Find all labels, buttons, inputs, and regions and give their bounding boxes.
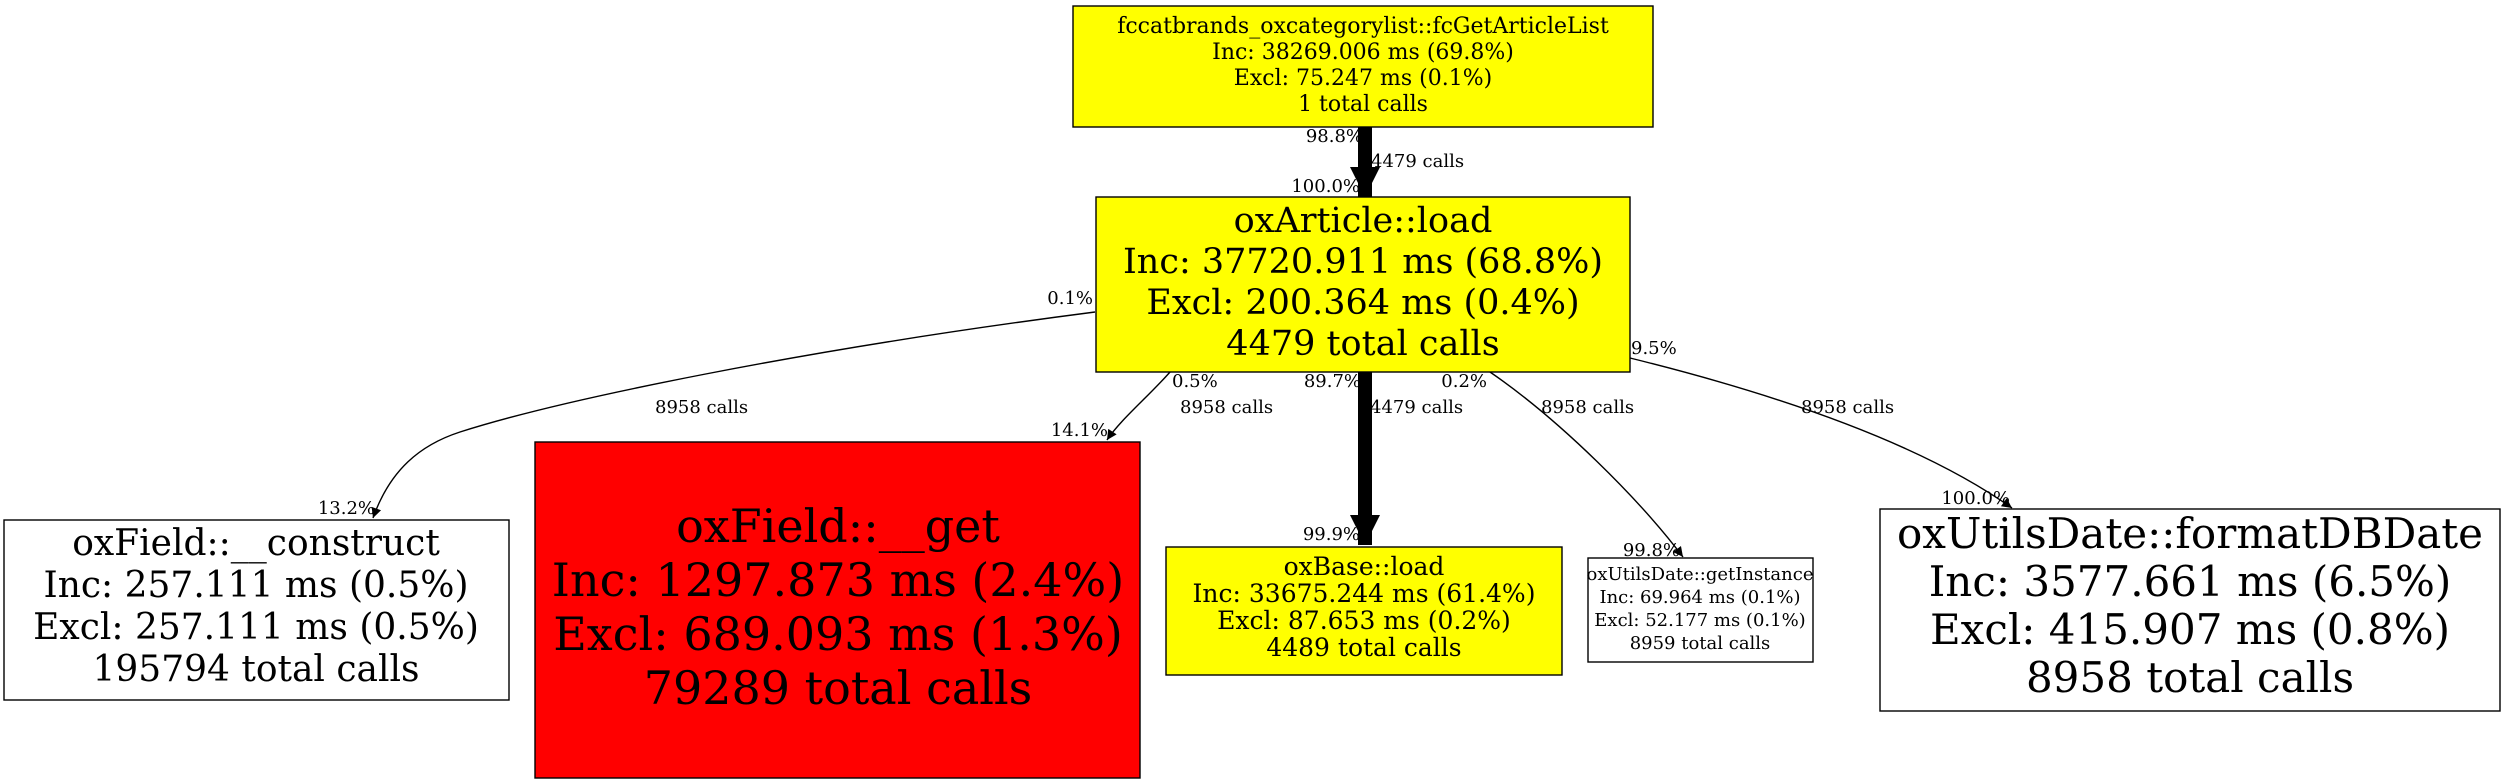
- node-exclusive-time: Excl: 257.111 ms (0.5%): [33, 607, 479, 648]
- node-exclusive-time: Excl: 75.247 ms (0.1%): [1234, 66, 1492, 91]
- edge-calls-label: 4479 calls: [1370, 397, 1463, 418]
- node-box: [3, 519, 510, 701]
- node-box: [1879, 508, 2501, 712]
- node-function-name: fccatbrands_oxcategorylist::fcGetArticle…: [1117, 14, 1609, 39]
- node-function-name: oxUtilsDate::formatDBDate: [1897, 509, 2483, 558]
- node-box: [534, 441, 1141, 779]
- node-exclusive-time: Excl: 689.093 ms (1.3%): [553, 607, 1123, 661]
- node-function-name: oxArticle::load: [1234, 201, 1493, 241]
- node-box: [1072, 5, 1654, 128]
- node-total-calls: 8959 total calls: [1630, 633, 1771, 654]
- edge-calls-label: 8958 calls: [1801, 397, 1894, 418]
- node-inclusive-time: Inc: 33675.244 ms (61.4%): [1193, 579, 1536, 608]
- edge-oxarticle-oxbase: 89.7% 4479 calls 99.9%: [1303, 371, 1463, 545]
- node-oxfield-get[interactable]: oxField::__get Inc: 1297.873 ms (2.4%) E…: [534, 441, 1141, 779]
- edge-tail-pct: 98.8%: [1306, 126, 1363, 147]
- node-inclusive-time: Inc: 69.964 ms (0.1%): [1599, 587, 1800, 608]
- edge-oxarticle-get: 0.5% 8958 calls 14.1%: [1051, 371, 1273, 441]
- node-inclusive-time: Inc: 37720.911 ms (68.8%): [1123, 242, 1603, 282]
- edge-calls-label: 8958 calls: [655, 397, 748, 418]
- node-function-name: oxBase::load: [1284, 552, 1445, 581]
- node-box: [1165, 546, 1563, 676]
- node-inclusive-time: Inc: 1297.873 ms (2.4%): [552, 553, 1124, 607]
- edge-tail-pct: 0.2%: [1441, 371, 1487, 392]
- edge-tail-pct: 89.7%: [1304, 371, 1361, 392]
- edge-oxarticle-getinstance: 0.2% 8958 calls 99.8%: [1441, 371, 1684, 561]
- node-exclusive-time: Excl: 415.907 ms (0.8%): [1930, 605, 2450, 654]
- edge-calls-label: 4479 calls: [1371, 151, 1464, 172]
- node-oxarticle-load[interactable]: oxArticle::load Inc: 37720.911 ms (68.8%…: [1095, 196, 1631, 373]
- edges-layer: 98.8% 4479 calls 100.0% 0.1% 8958 calls …: [318, 126, 2013, 561]
- edge-head-pct: 100.0%: [1291, 176, 1360, 197]
- node-exclusive-time: Excl: 52.177 ms (0.1%): [1594, 610, 1805, 631]
- node-total-calls: 4489 total calls: [1266, 633, 1461, 662]
- node-total-calls: 8958 total calls: [2026, 653, 2354, 702]
- node-exclusive-time: Excl: 87.653 ms (0.2%): [1217, 606, 1511, 635]
- node-function-name: oxField::__get: [676, 499, 1000, 553]
- edge-head-pct: 99.8%: [1623, 540, 1680, 561]
- edge-calls-label: 8958 calls: [1541, 397, 1634, 418]
- edge-fcget-oxarticle: 98.8% 4479 calls 100.0%: [1291, 126, 1464, 197]
- edge-tail-pct: 0.5%: [1172, 371, 1218, 392]
- node-inclusive-time: Inc: 38269.006 ms (69.8%): [1212, 40, 1514, 65]
- node-total-calls: 4479 total calls: [1226, 324, 1499, 364]
- node-oxfield-construct[interactable]: oxField::__construct Inc: 257.111 ms (0.…: [3, 519, 510, 701]
- edge-head-pct: 100.0%: [1941, 488, 2010, 509]
- node-oxutilsdate-getinstance[interactable]: oxUtilsDate::getInstance Inc: 69.964 ms …: [1587, 557, 1814, 663]
- node-fcgetarticlelist[interactable]: fccatbrands_oxcategorylist::fcGetArticle…: [1072, 5, 1654, 128]
- edge-tail-pct: 0.1%: [1047, 288, 1093, 309]
- edge-oxarticle-formatdbdate: 9.5% 8958 calls 100.0%: [1629, 338, 2013, 509]
- nodes-layer: fccatbrands_oxcategorylist::fcGetArticle…: [3, 5, 2501, 779]
- edge-head-pct: 13.2%: [318, 498, 375, 519]
- edge-calls-label: 8958 calls: [1180, 397, 1273, 418]
- node-function-name: oxField::__construct: [72, 523, 440, 564]
- edge-oxarticle-construct: 0.1% 8958 calls 13.2%: [318, 288, 1096, 519]
- node-function-name: oxUtilsDate::getInstance: [1587, 564, 1814, 585]
- edge-head-pct: 14.1%: [1051, 420, 1108, 441]
- node-exclusive-time: Excl: 200.364 ms (0.4%): [1146, 283, 1579, 323]
- node-box: [1587, 557, 1814, 663]
- edge-head-pct: 99.9%: [1303, 524, 1360, 545]
- edge-tail-pct: 9.5%: [1631, 338, 1677, 359]
- node-total-calls: 79289 total calls: [644, 661, 1033, 715]
- node-total-calls: 195794 total calls: [92, 649, 419, 690]
- node-inclusive-time: Inc: 257.111 ms (0.5%): [43, 565, 468, 606]
- node-oxutilsdate-formatdbdate[interactable]: oxUtilsDate::formatDBDate Inc: 3577.661 …: [1879, 508, 2501, 712]
- node-inclusive-time: Inc: 3577.661 ms (6.5%): [1929, 557, 2452, 606]
- node-total-calls: 1 total calls: [1298, 92, 1428, 117]
- node-oxbase-load[interactable]: oxBase::load Inc: 33675.244 ms (61.4%) E…: [1165, 546, 1563, 676]
- node-box: [1095, 196, 1631, 373]
